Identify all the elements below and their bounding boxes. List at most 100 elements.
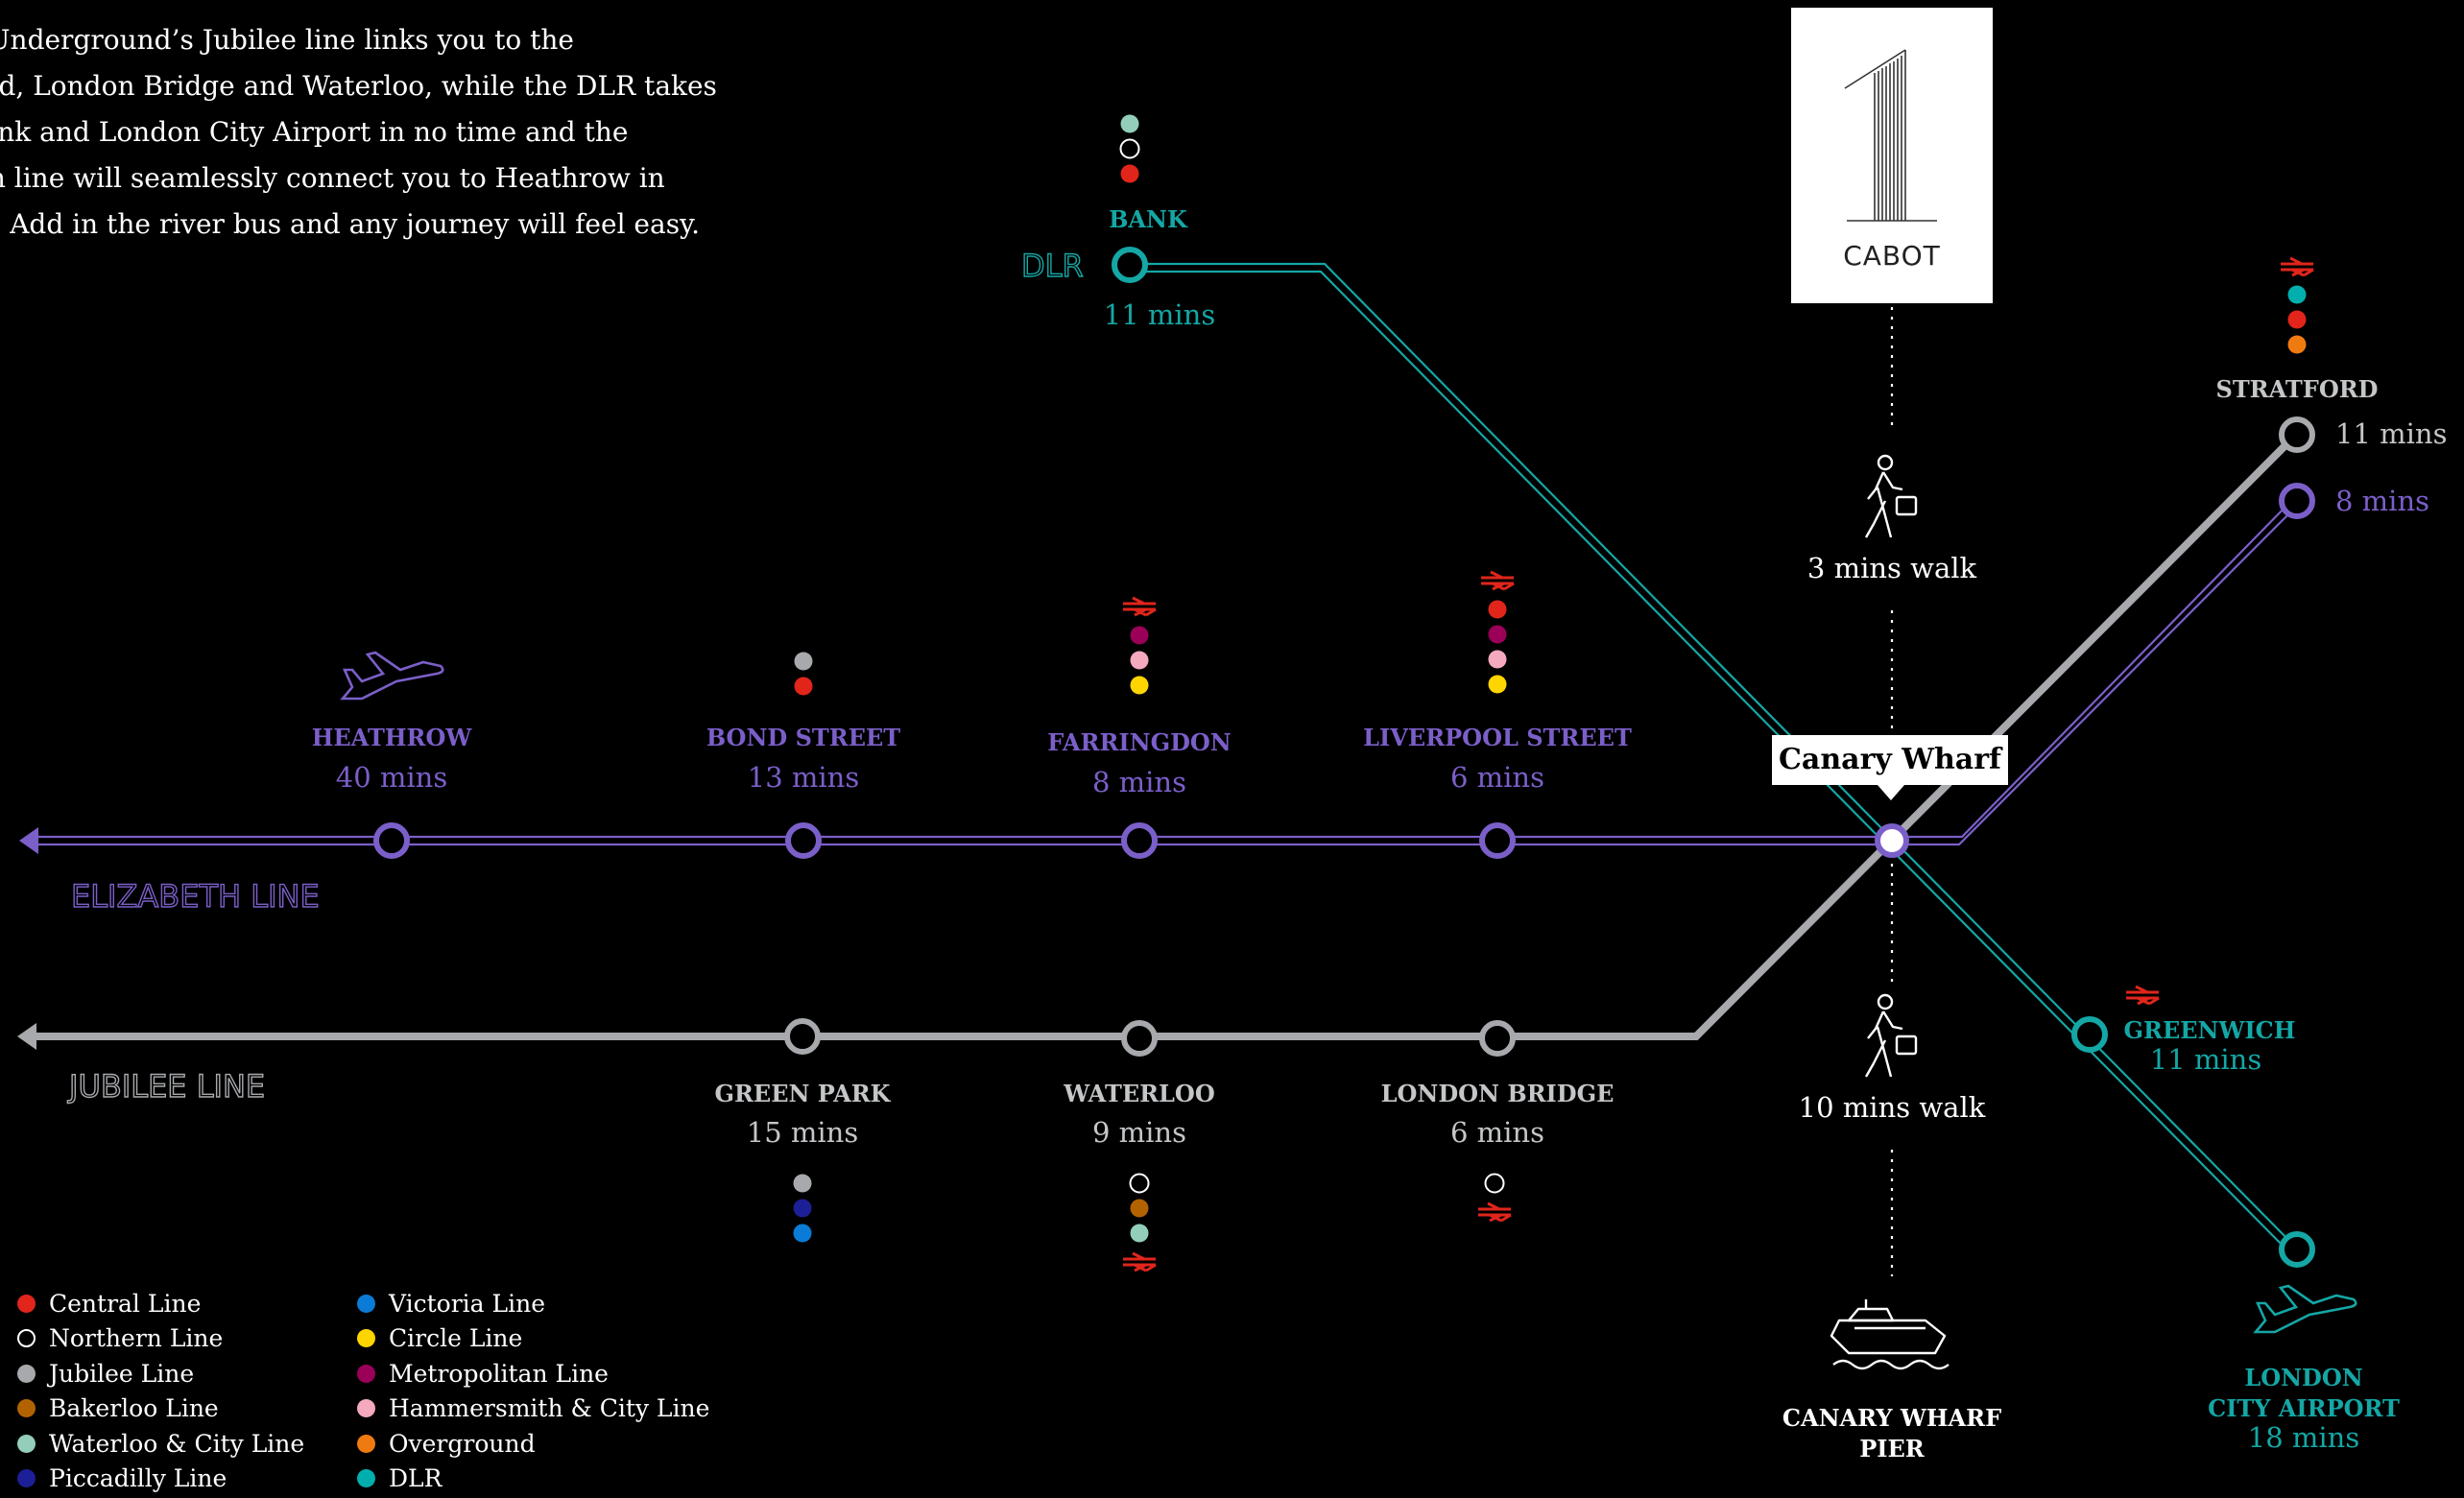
interchange-dots (793, 114, 2307, 1243)
legend-label: Jubilee Line (49, 1359, 195, 1388)
city-airport-name-2: CITY AIRPORT (2208, 1394, 2400, 1422)
intro-line: ns. Add in the river bus and any journey… (0, 208, 701, 240)
intro-text: n Underground’s Jubilee line links you t… (0, 17, 730, 248)
jubilee-line-label: JUBILEE LINE (67, 1068, 265, 1105)
legend-item: Bakerloo Line (17, 1391, 304, 1427)
stratford-time-jubilee: 11 mins (2335, 417, 2447, 450)
airplane-icon (2253, 1284, 2357, 1334)
station-farringdon[interactable] (1121, 822, 1158, 859)
intro-line: n Underground’s Jubilee line links you t… (0, 24, 574, 56)
jubilee-arrow (17, 1023, 36, 1050)
bond-street-name: BOND STREET (706, 724, 900, 751)
city-airport-name-1: LONDON (2244, 1364, 2362, 1391)
walk-pier: 10 mins walk (1799, 1091, 1986, 1124)
legend-item: DLR (357, 1462, 709, 1497)
intro-line: eth line will seamlessly connect you to … (0, 162, 665, 194)
liverpool-street-name: LIVERPOOL STREET (1363, 724, 1632, 751)
legend-dot (357, 1399, 375, 1418)
stratford-name: STRATFORD (2215, 375, 2378, 403)
waterloo-time: 9 mins (1092, 1116, 1186, 1149)
legend-item: Northern Line (17, 1321, 304, 1357)
walking-person-icon (1864, 454, 1918, 538)
legend-dot (357, 1294, 375, 1313)
greenwich-time: 11 mins (2150, 1043, 2261, 1076)
station-greenwich[interactable] (2071, 1016, 2108, 1053)
pier-name-1: CANARY WHARF (1782, 1404, 2001, 1432)
legend-dot (17, 1434, 36, 1453)
legend-label: Northern Line (49, 1324, 224, 1353)
legend-item: Metropolitan Line (357, 1356, 709, 1391)
legend-dot (357, 1329, 375, 1348)
stratford-interchange-dot (2287, 335, 2307, 354)
elizabeth-line (29, 500, 2298, 846)
station-green-park[interactable] (784, 1018, 821, 1055)
green-park-interchange-dot (793, 1199, 812, 1218)
farringdon-time: 8 mins (1092, 766, 1186, 798)
stratford-interchange-dot (2287, 310, 2307, 329)
heathrow-name: HEATHROW (312, 724, 473, 751)
pier-name-2: PIER (1859, 1435, 1926, 1462)
liverpool-street-interchange-dot (1488, 650, 1507, 669)
legend-item: Hammersmith & City Line (357, 1391, 709, 1427)
city-airport-time: 18 mins (2248, 1421, 2359, 1454)
waterloo-interchange-dot (1129, 1173, 1150, 1194)
green-park-name: GREEN PARK (714, 1080, 891, 1107)
station-heathrow[interactable] (373, 822, 410, 859)
station-bank[interactable] (1112, 247, 1148, 283)
stratford-time-elizabeth: 8 mins (2335, 485, 2429, 517)
station-waterloo[interactable] (1121, 1020, 1158, 1057)
station-london-bridge[interactable] (1479, 1020, 1516, 1057)
london-bridge-time: 6 mins (1450, 1116, 1544, 1149)
bank-interchange-dot (1120, 164, 1139, 183)
farringdon-interchange-dot (1130, 676, 1149, 695)
intro-line: End, London Bridge and Waterloo, while t… (0, 70, 717, 102)
legend-item: Victoria Line (357, 1286, 709, 1321)
cabot-one-icon (1844, 49, 1937, 222)
legend-dot (357, 1434, 375, 1453)
legend-label: Circle Line (389, 1324, 523, 1353)
legend-label: Waterloo & City Line (49, 1429, 305, 1458)
legend-label: DLR (389, 1464, 443, 1493)
legend-label: Bakerloo Line (49, 1394, 219, 1423)
liverpool-street-interchange-dot (1488, 600, 1507, 619)
liverpool-street-interchange-dot (1488, 625, 1507, 644)
station-city-airport[interactable] (2279, 1231, 2315, 1268)
legend-dot (17, 1364, 36, 1383)
station-liverpool-street[interactable] (1479, 822, 1516, 859)
elizabeth-line-label: ELIZABETH LINE (71, 878, 320, 915)
legend-label: Victoria Line (389, 1289, 546, 1318)
london-bridge-name: LONDON BRIDGE (1381, 1080, 1615, 1107)
greenwich-name: GREENWICH (2124, 1016, 2296, 1044)
legend-label: Metropolitan Line (389, 1359, 609, 1388)
legend-dot (17, 1294, 36, 1313)
liverpool-street-interchange-dot (1488, 675, 1507, 694)
cabot-logo: CABOT (1791, 8, 1993, 303)
dlr-line-label: DLR (1021, 248, 1084, 284)
station-bond-street[interactable] (785, 822, 822, 859)
legend-label: Overground (389, 1429, 536, 1458)
station-stratford-jubilee[interactable] (2279, 416, 2315, 453)
elizabeth-arrow (19, 827, 38, 854)
national-rail-icon (1481, 570, 1515, 591)
airplane-icon (340, 651, 444, 701)
bank-time: 11 mins (1104, 298, 1215, 331)
legend-label: Piccadilly Line (49, 1464, 227, 1493)
green-park-time: 15 mins (747, 1116, 858, 1149)
stratford-interchange-dot (2287, 285, 2307, 304)
legend-item: Circle Line (357, 1321, 709, 1357)
legend-item: Waterloo & City Line (17, 1426, 304, 1462)
national-rail-icon (1123, 596, 1157, 617)
intro-line: Bank and London City Airport in no time … (0, 116, 629, 148)
legend-dot (17, 1469, 36, 1488)
station-stratford-elizabeth[interactable] (2279, 483, 2315, 519)
waterloo-interchange-dot (1130, 1224, 1149, 1243)
canary-wharf-label: Canary Wharf (1772, 735, 2008, 800)
waterloo-interchange-dot (1130, 1199, 1149, 1218)
bank-name: BANK (1109, 205, 1188, 233)
station-canary-wharf[interactable] (1875, 823, 1909, 858)
farringdon-name: FARRINGDON (1047, 728, 1231, 756)
walk-cabot: 3 mins walk (1807, 552, 1977, 584)
